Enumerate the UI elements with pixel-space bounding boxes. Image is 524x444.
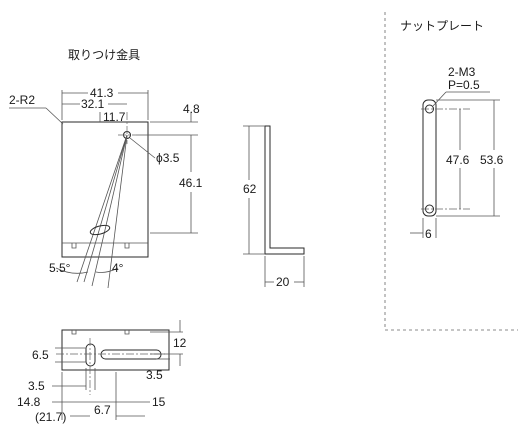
dim-536: 53.6 (480, 153, 504, 167)
dim-angle-4: 4° (112, 261, 124, 275)
dim-217: (21.7) (35, 410, 66, 424)
bottom-outline (61, 329, 170, 371)
dim-65: 6.5 (32, 348, 49, 362)
dim-62: 62 (243, 182, 257, 196)
dim-15: 15 (152, 395, 166, 409)
bracket-bottom-view: 6.5 12 3.5 3.5 14.8 15 (21.7) 6.7 (17, 320, 187, 424)
dim-12: 12 (173, 336, 187, 350)
dim-angle-55: 5.5° (49, 261, 71, 275)
m3-leader (432, 91, 447, 107)
dim-phi: ϕ3.5 (156, 151, 180, 165)
dim-148: 14.8 (17, 395, 41, 409)
dim-35l: 3.5 (28, 379, 45, 393)
slot-vertical (85, 343, 96, 367)
phi-leader (129, 137, 156, 159)
angle-line-1 (76, 134, 128, 283)
angle-line-4 (83, 134, 128, 283)
dim-41: 41.3 (90, 86, 114, 100)
angle-arc-55 (55, 267, 89, 274)
bracket-front-view: 取りつけ金具 5.5° 4° 2-R2 41.3 32. (9, 47, 203, 289)
dim-117: 11.7 (103, 110, 126, 124)
dim-r2: 2-R2 (9, 93, 35, 107)
dim-32: 32.1 (81, 97, 105, 111)
nut-title: ナットプレート (400, 19, 484, 33)
bracket-outline (61, 121, 149, 258)
angle-arc-4 (95, 267, 119, 273)
r2-leader (45, 107, 64, 125)
dim-20: 20 (276, 275, 290, 289)
slot-horizontal (100, 349, 162, 360)
angle-line-3 (107, 134, 128, 289)
dim-476: 47.6 (446, 153, 470, 167)
bottom-notches (71, 243, 130, 249)
dim-m3: 2-M3 (448, 65, 476, 79)
side-profile (264, 125, 305, 255)
dim-461: 46.1 (179, 176, 203, 190)
slot-ellipse (89, 224, 111, 236)
dim-48: 4.8 (183, 102, 200, 116)
dim-p05: P=0.5 (448, 78, 480, 92)
bracket-title: 取りつけ金具 (68, 47, 140, 62)
bracket-side-view: 62 20 (243, 125, 305, 289)
nut-plate-panel: ナットプレート 2-M3 P=0.5 47.6 53.6 6 (384, 12, 518, 331)
nut-plate-outline (422, 99, 437, 217)
dim-67: 6.7 (94, 403, 111, 417)
angle-line-2 (91, 134, 128, 287)
bottom-top-notches (71, 330, 130, 335)
dim-35r: 3.5 (146, 368, 163, 382)
dim-6: 6 (425, 227, 432, 241)
